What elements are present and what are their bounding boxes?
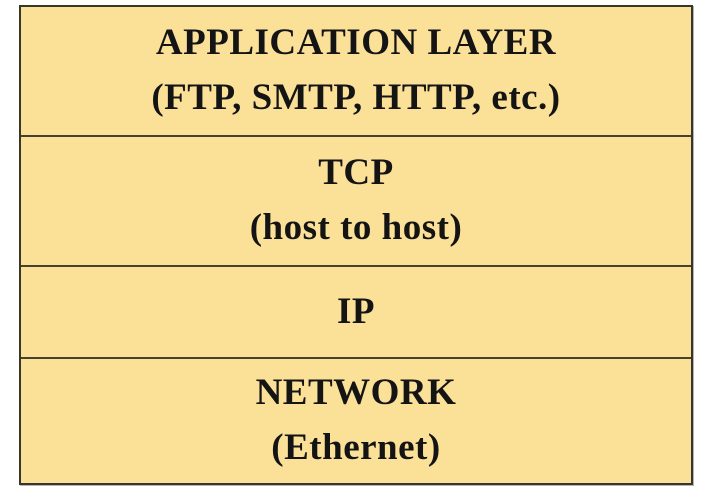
layer-tcp-subtitle: (host to host) bbox=[249, 207, 463, 248]
layer-tcp: TCP (host to host) bbox=[21, 137, 691, 267]
layer-application: APPLICATION LAYER (FTP, SMTP, HTTP, etc.… bbox=[21, 7, 691, 137]
layer-network-subtitle: (Ethernet) bbox=[271, 427, 441, 468]
layer-ip: IP bbox=[21, 267, 691, 359]
layer-network: NETWORK (Ethernet) bbox=[21, 359, 691, 483]
layer-tcp-title: TCP bbox=[318, 152, 394, 194]
layer-network-title: NETWORK bbox=[255, 372, 457, 414]
layer-ip-title: IP bbox=[337, 290, 375, 332]
protocol-stack: APPLICATION LAYER (FTP, SMTP, HTTP, etc.… bbox=[19, 5, 693, 485]
layer-application-title: APPLICATION LAYER bbox=[155, 22, 557, 64]
layer-application-subtitle: (FTP, SMTP, HTTP, etc.) bbox=[151, 77, 561, 118]
